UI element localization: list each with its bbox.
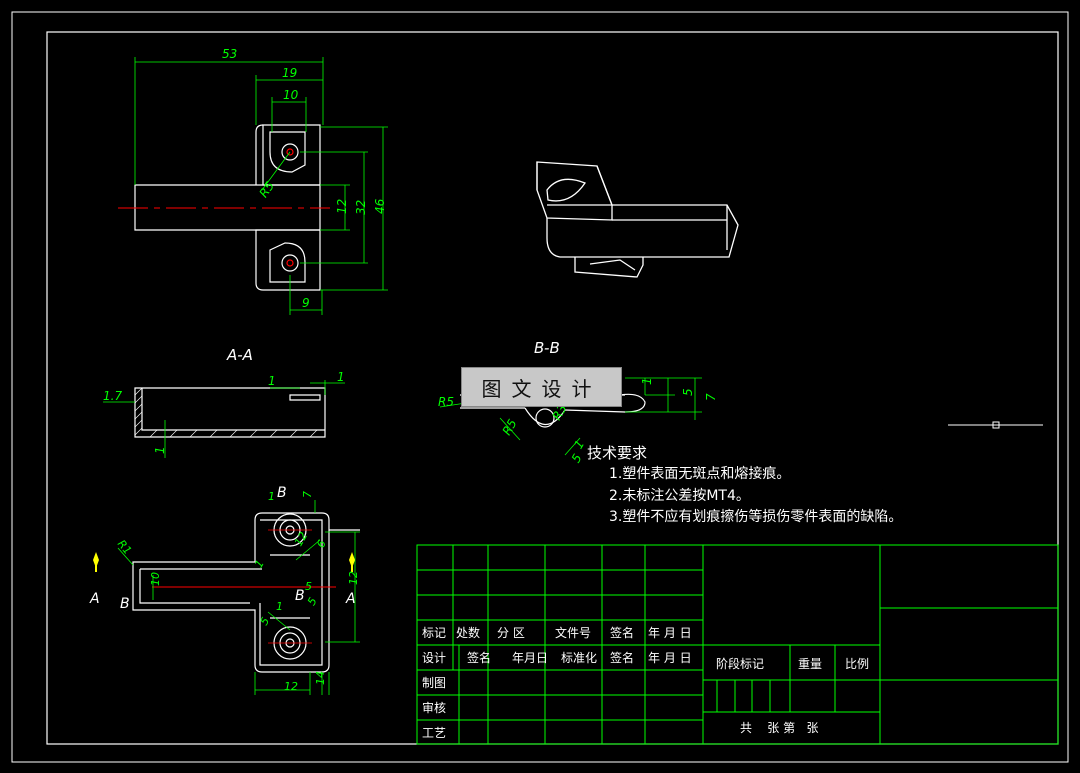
dim-5-b2: 5 (569, 451, 585, 465)
tb-design: 设计 (422, 651, 446, 665)
section-a-label: A-A (226, 346, 253, 364)
tb-stage-mark: 阶段标记 (716, 656, 764, 671)
tb-doc-no: 文件号 (555, 625, 591, 640)
dim-12-top: 12 (335, 199, 349, 214)
dim-5-b: 5 (681, 388, 695, 396)
tb-standard: 标准化 (561, 651, 597, 665)
tb-sign-3: 签名 (610, 650, 634, 665)
tb-weight: 重量 (798, 657, 822, 671)
top-view-dimensions (134, 57, 388, 315)
tb-mark: 标记 (422, 626, 446, 640)
dim-r5-b1: R5 (438, 395, 454, 409)
dim-1-b: 1 (640, 377, 654, 385)
tb-review: 审核 (422, 700, 446, 715)
dim-1-a3: 1 (153, 446, 167, 454)
isometric-view (536, 161, 739, 278)
tb-sign-1: 签名 (610, 625, 634, 640)
dim-r5-top: R5 (256, 179, 277, 200)
dim-5-c1: 5 (305, 580, 312, 593)
dim-1-a1: 1 (268, 374, 276, 388)
dim-46: 46 (373, 198, 387, 214)
tb-drawing: 制图 (422, 676, 446, 690)
dim-19: 19 (282, 66, 297, 80)
scale-symbol (948, 421, 1043, 429)
tb-sign-2: 签名 (467, 650, 491, 665)
section-markers (93, 552, 355, 572)
title-block-grid (416, 544, 1059, 745)
dim-12-c3: 12 (292, 530, 310, 549)
dim-7-b: 7 (704, 393, 718, 401)
tb-sheets: 共 张 第 张 (740, 721, 819, 735)
bottom-view-dimensions (117, 500, 360, 695)
dim-14-c: 14 (314, 671, 327, 685)
tech-requirement-3: 3.塑件不应有划痕擦伤等损伤零件表面的缺陷。 (609, 509, 903, 525)
dim-9: 9 (302, 296, 310, 310)
dim-10: 10 (283, 88, 299, 102)
marker-a-right: A (345, 591, 356, 607)
section-a-hatch (134, 387, 318, 438)
marker-b-top: B (277, 485, 287, 501)
tb-date-3: 年 月 日 (648, 651, 692, 665)
section-a-view (134, 387, 326, 438)
tech-requirement-1: 1.塑件表面无斑点和熔接痕。 (609, 466, 791, 482)
dim-12-c1: 12 (347, 571, 360, 585)
dim-1-c1: 1 (268, 490, 275, 503)
dim-53: 53 (222, 47, 237, 61)
dim-10-c: 10 (149, 572, 162, 586)
tech-requirement-2: 2.未标注公差按MT4。 (609, 488, 750, 504)
dim-1-c2: 1 (252, 558, 267, 571)
outer-border (11, 11, 1069, 763)
tb-date-1: 年 月 日 (648, 626, 692, 640)
marker-b-mid: B (295, 588, 305, 604)
marker-b-left: B (120, 596, 130, 612)
section-b-label: B-B (534, 339, 560, 357)
tb-zone: 分 区 (497, 626, 525, 640)
bottom-view (132, 512, 360, 673)
watermark-badge: 图文设计 (461, 367, 622, 407)
dim-1-c3: 1 (276, 600, 283, 613)
dim-r1-c: R1 (115, 537, 134, 557)
tb-count: 处数 (456, 625, 480, 640)
dim-1-a2: 1 (337, 370, 345, 384)
tb-scale: 比例 (845, 657, 869, 671)
dim-1.7: 1.7 (103, 389, 122, 403)
section-a-dimensions (103, 380, 345, 458)
dim-7-c: 7 (301, 491, 314, 498)
dim-1-b2: 1 (571, 438, 587, 452)
dim-5-c3: 5 (305, 595, 320, 608)
tb-date-2: 年月日 (512, 651, 548, 665)
tb-process: 工艺 (422, 726, 446, 740)
dim-32: 32 (354, 200, 368, 215)
dim-r5-b2: R5 (500, 417, 520, 438)
dim-12-c2: 12 (284, 680, 298, 693)
marker-a-left: A (89, 591, 100, 607)
tech-requirements-title: 技术要求 (587, 444, 648, 462)
